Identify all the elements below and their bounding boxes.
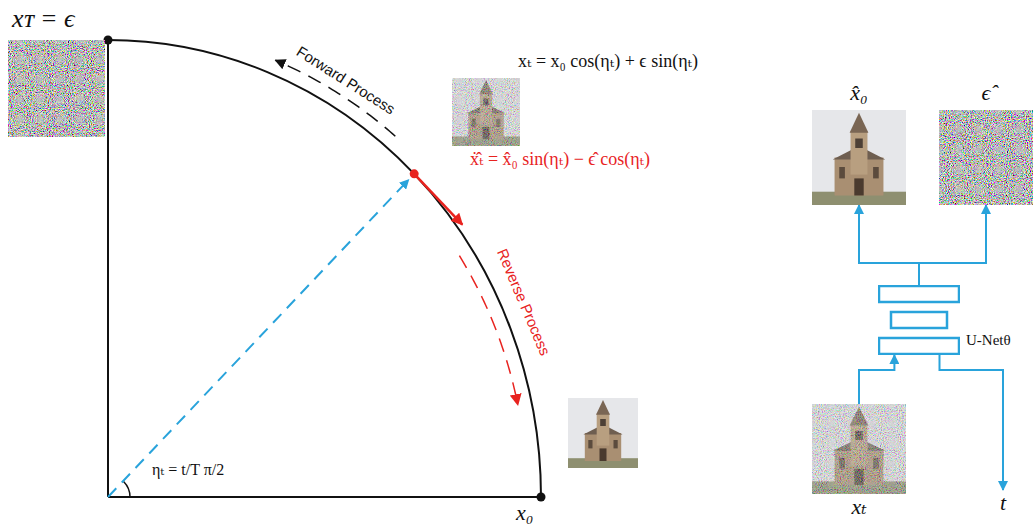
noise-image: [8, 40, 105, 137]
process-label: Forward Process: [293, 41, 399, 118]
angle-arc: [124, 481, 130, 497]
network-label: U-Netθ: [966, 331, 1011, 350]
variable-label: t: [988, 490, 1018, 516]
angle-label: ηₜ = t/T π/2: [152, 460, 224, 480]
point-label: xᴛ = ϵ: [12, 4, 74, 34]
data-flow-arrow: [940, 355, 1004, 490]
image-frame: [812, 110, 906, 205]
radius-arrow: [108, 180, 409, 497]
unet-layer: [879, 338, 959, 354]
quarter-arc: [108, 40, 541, 497]
tangent-arrow: [414, 174, 462, 225]
axis-line: [108, 496, 541, 498]
unet-block: U-Netθ: [878, 285, 960, 355]
formula: ẋ̂ₜ = x̂₀ sin(ηₜ) − ϵ̂ cos(ηₜ): [470, 148, 650, 170]
unet-layer: [879, 286, 959, 302]
output-image: x̂₀: [812, 76, 906, 205]
noise-overlay: [452, 78, 520, 146]
church-image: [812, 404, 906, 494]
endpoint-dot: [537, 493, 546, 502]
church-image: [812, 110, 906, 205]
formula: xₜ = x₀ cos(ηₜ) + ϵ sin(ηₜ): [518, 50, 698, 72]
point-label: x₀: [516, 500, 533, 525]
input-image: xₜ: [812, 404, 906, 520]
unet-symbol: [878, 285, 960, 355]
church-image: [568, 398, 638, 468]
axis-line: [107, 40, 109, 497]
image-frame: [812, 404, 906, 494]
church-image: [452, 78, 520, 146]
noise-overlay: [812, 404, 906, 494]
variable-label: ϵ̂: [939, 76, 1033, 110]
data-flow-arrow: [859, 355, 894, 404]
variable-label: xₜ: [812, 494, 906, 520]
output-image: ϵ̂: [939, 76, 1033, 205]
data-flow-arrow: [859, 205, 919, 285]
noise-image: [939, 110, 1033, 205]
process-label: Reverse Process: [493, 246, 555, 359]
data-flow-arrow: [919, 205, 986, 285]
input-variable: t: [988, 490, 1018, 516]
current-point: [410, 169, 419, 178]
variable-label: x̂₀: [812, 76, 906, 110]
image-frame: [939, 110, 1033, 205]
unet-layer: [891, 312, 947, 328]
